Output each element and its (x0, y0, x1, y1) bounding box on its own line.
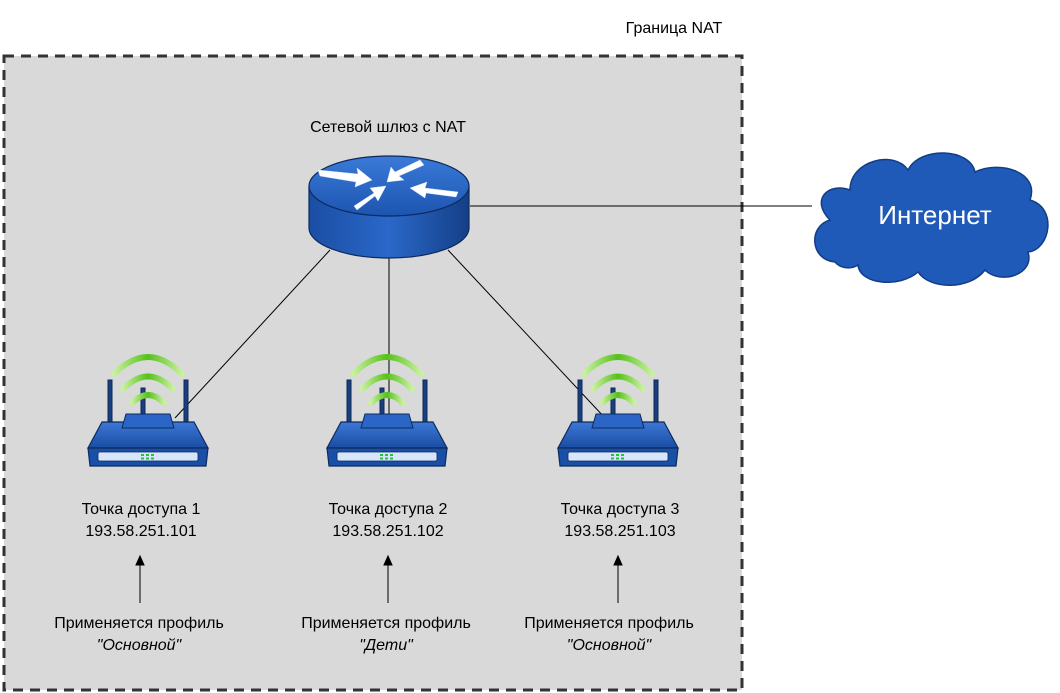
router-icon (308, 155, 470, 259)
access-point-1-profile-prefix: Применяется профиль (54, 615, 224, 632)
internet-label: Интернет (878, 200, 992, 230)
profile-arrow-1-head (135, 554, 145, 566)
profile-arrow-2-head (383, 554, 393, 566)
access-point-2-name: Точка доступа 2 (328, 501, 448, 518)
access-point-1-profile-name: "Основной" (96, 637, 182, 654)
access-point-2-profile-name: "Дети" (359, 637, 413, 654)
access-point-2-profile: Применяется профиль "Дети" (276, 613, 496, 657)
gateway-label: Сетевой шлюз с NAT (310, 119, 466, 136)
access-point-2-label: Точка доступа 2 193.58.251.102 (288, 499, 488, 543)
access-point-1-profile: Применяется профиль "Основной" (29, 613, 249, 657)
cloud-icon (814, 152, 1049, 286)
access-point-3-profile-name: "Основной" (566, 637, 652, 654)
access-point-3-profile-prefix: Применяется профиль (524, 615, 694, 632)
profile-arrow-3-head (613, 554, 623, 566)
access-point-3-profile: Применяется профиль "Основной" (499, 613, 719, 657)
access-point-1-name: Точка доступа 1 (81, 501, 201, 518)
access-point-1-label: Точка доступа 1 193.58.251.101 (41, 499, 241, 543)
access-point-1-ip: 193.58.251.101 (85, 523, 197, 540)
access-point-3-label: Точка доступа 3 193.58.251.103 (520, 499, 720, 543)
access-point-2-profile-prefix: Применяется профиль (301, 615, 471, 632)
gateway-ap1-link (174, 249, 331, 419)
nat-boundary-label: Граница NAT (625, 20, 723, 37)
access-point-3-ip: 193.58.251.103 (564, 523, 676, 540)
access-point-2-ip: 193.58.251.102 (332, 523, 444, 540)
access-point-3-name: Точка доступа 3 (560, 501, 680, 518)
